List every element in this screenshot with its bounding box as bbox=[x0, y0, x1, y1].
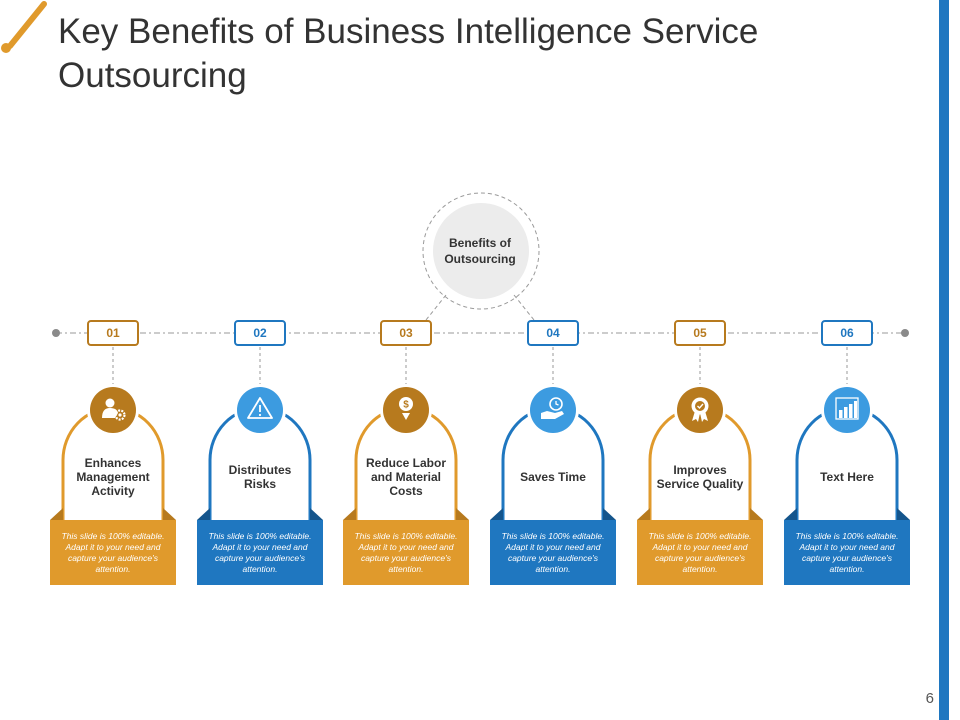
dollar-down-icon: $ bbox=[399, 397, 413, 420]
timeline-start-dot bbox=[52, 329, 60, 337]
benefit-graphic-01 bbox=[50, 347, 176, 585]
benefit-title-04: Saves Time bbox=[520, 470, 586, 484]
step-number-03: 03 bbox=[380, 320, 432, 346]
fold-left bbox=[197, 508, 210, 520]
fold-left bbox=[637, 508, 650, 520]
step-number-01: 01 bbox=[87, 320, 139, 346]
fold-left bbox=[490, 508, 503, 520]
benefit-title-02: Distributes Risks bbox=[228, 463, 292, 491]
fold-right bbox=[310, 508, 323, 520]
fold-right bbox=[456, 508, 469, 520]
fold-right bbox=[603, 508, 616, 520]
center-hub bbox=[422, 192, 540, 310]
benefit-description-04: This slide is 100% editable. Adapt it to… bbox=[501, 531, 605, 574]
benefit-graphic-06 bbox=[784, 347, 910, 585]
hub-connector-right bbox=[513, 294, 535, 321]
benefit-description-06: This slide is 100% editable. Adapt it to… bbox=[795, 531, 899, 574]
benefit-title-05: Improves Service Quality bbox=[656, 463, 744, 491]
fold-left bbox=[784, 508, 797, 520]
fold-left bbox=[343, 508, 356, 520]
benefit-description-02: This slide is 100% editable. Adapt it to… bbox=[208, 531, 312, 574]
benefit-description-03: This slide is 100% editable. Adapt it to… bbox=[354, 531, 458, 574]
corner-pencil-icon bbox=[1, 1, 47, 53]
benefit-graphic-03: $ bbox=[343, 347, 469, 585]
benefit-graphic-02 bbox=[197, 347, 323, 585]
benefit-title-03: Reduce Labor and Material Costs bbox=[365, 456, 446, 498]
step-number-06: 06 bbox=[821, 320, 873, 346]
warning-icon bbox=[247, 397, 273, 419]
benefit-title-01: Enhances Management Activity bbox=[76, 456, 150, 498]
step-number-05: 05 bbox=[674, 320, 726, 346]
center-hub-label: Benefits of Outsourcing bbox=[444, 236, 516, 266]
description-box bbox=[343, 520, 469, 585]
description-box bbox=[50, 520, 176, 585]
step-number-04: 04 bbox=[527, 320, 579, 346]
step-number-02: 02 bbox=[234, 320, 286, 346]
benefit-description-05: This slide is 100% editable. Adapt it to… bbox=[648, 531, 752, 574]
fold-right bbox=[897, 508, 910, 520]
fold-right bbox=[750, 508, 763, 520]
description-box bbox=[197, 520, 323, 585]
slide-title: Key Benefits of Business Intelligence Se… bbox=[58, 12, 759, 95]
user-gear-icon bbox=[102, 398, 126, 421]
bar-chart-icon bbox=[835, 397, 859, 420]
award-icon bbox=[691, 397, 709, 422]
benefit-title-06: Text Here bbox=[820, 470, 874, 484]
description-box bbox=[784, 520, 910, 585]
fold-right bbox=[163, 508, 176, 520]
description-box bbox=[637, 520, 763, 585]
timeline-end-dot bbox=[901, 329, 909, 337]
benefit-graphic-04 bbox=[490, 347, 616, 585]
hand-clock-icon bbox=[541, 397, 564, 419]
benefit-graphic-05 bbox=[637, 347, 763, 585]
hub-connector-left bbox=[425, 294, 447, 321]
svg-text:$: $ bbox=[403, 400, 409, 411]
right-accent-bar bbox=[939, 0, 949, 720]
description-box bbox=[490, 520, 616, 585]
page-number: 6 bbox=[925, 690, 934, 707]
benefit-description-01: This slide is 100% editable. Adapt it to… bbox=[61, 531, 165, 574]
fold-left bbox=[50, 508, 63, 520]
